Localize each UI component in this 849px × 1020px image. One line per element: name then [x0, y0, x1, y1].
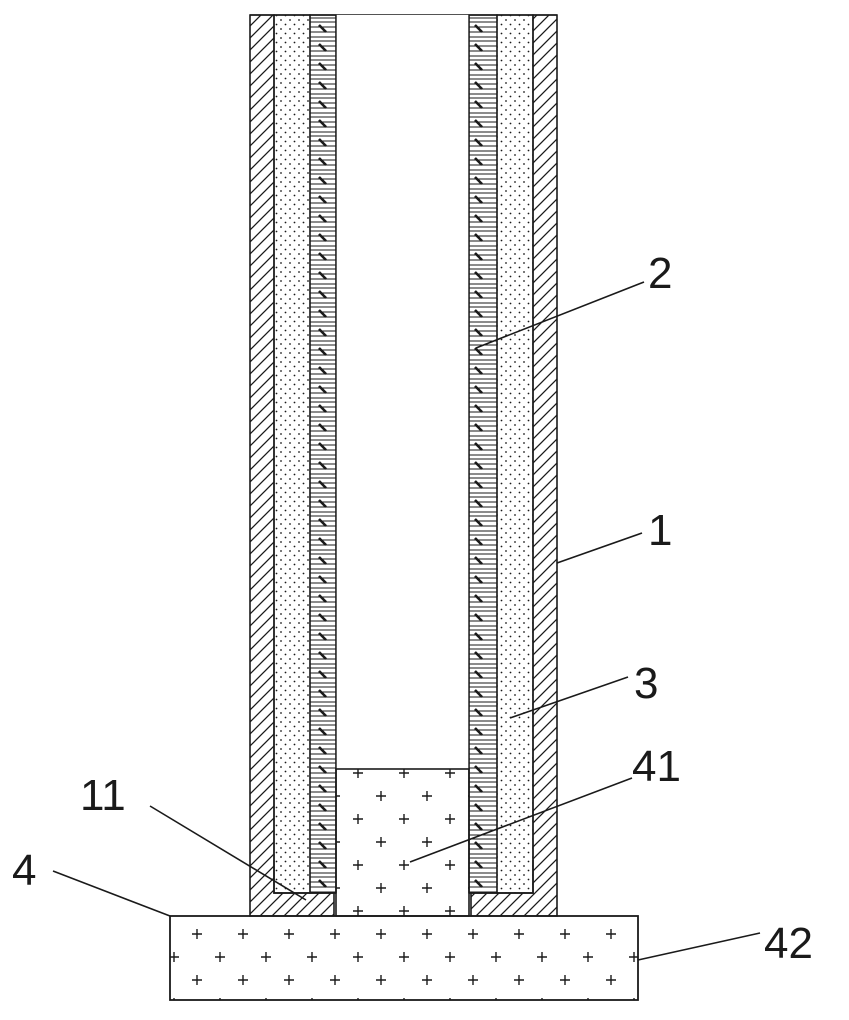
leader-4: [52, 870, 171, 917]
leader-42: [637, 932, 761, 961]
left-wall: [249, 14, 337, 917]
leader-2: [475, 281, 645, 349]
leader-3: [509, 676, 629, 719]
leader-11: [149, 805, 307, 901]
hollow-channel: [336, 15, 469, 769]
right-wall: [468, 14, 558, 917]
label-42: 42: [764, 919, 813, 968]
label-3: 3: [634, 659, 658, 708]
right-bottom-bend: [469, 860, 534, 894]
right-dotted-layer: [496, 14, 534, 894]
leader-lines: [52, 281, 761, 961]
label-4: 4: [12, 846, 36, 895]
left-dotted-layer: [273, 14, 311, 894]
base-plate-42: [169, 915, 639, 1001]
left-inner-layer: [309, 14, 337, 894]
leader-1: [556, 532, 643, 564]
leader-41: [409, 777, 633, 863]
label-1: 1: [648, 506, 672, 555]
right-inner-layer: [468, 14, 498, 894]
label-41: 41: [632, 742, 681, 791]
label-2: 2: [648, 249, 672, 298]
left-bottom-bend: [273, 860, 336, 894]
plug-41: [335, 768, 470, 917]
label-11: 11: [80, 771, 126, 820]
